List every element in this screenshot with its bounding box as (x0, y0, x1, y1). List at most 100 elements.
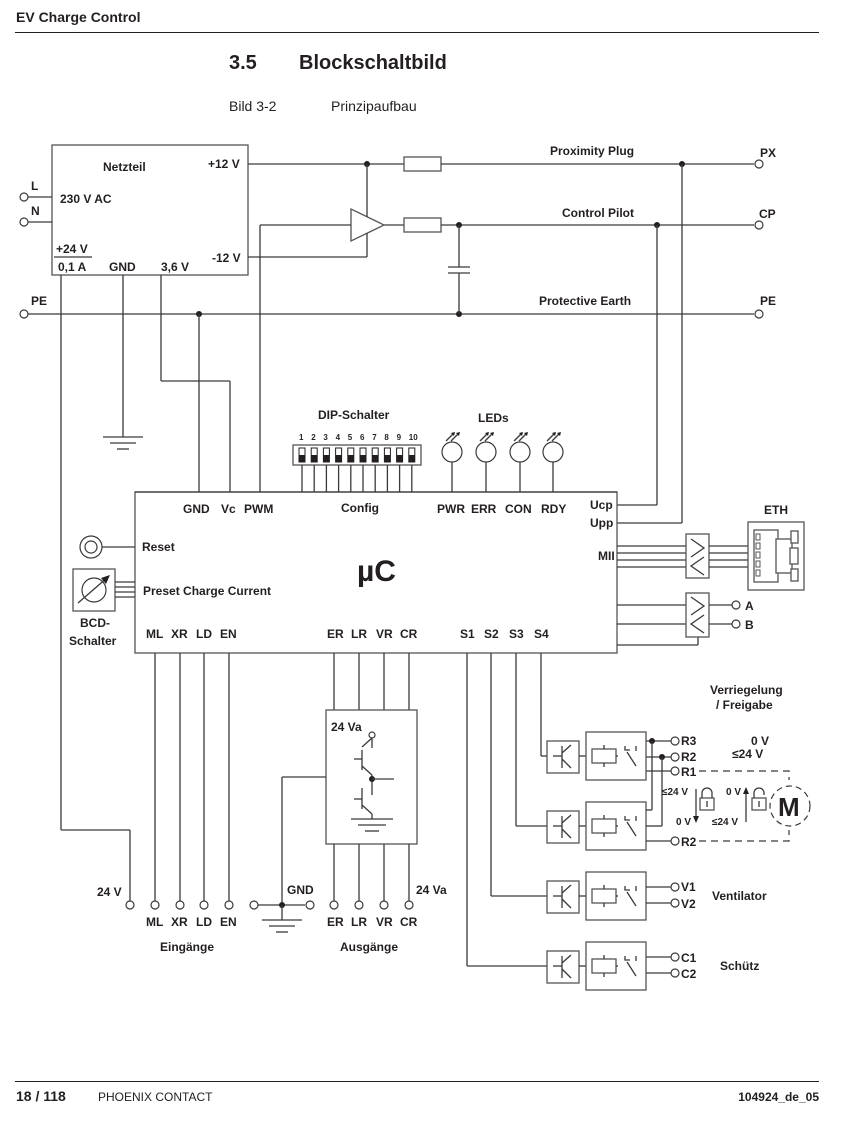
transistor-driver-box (546, 740, 580, 774)
out24-current-label: 0,1 A (58, 260, 87, 274)
mcu-sw-s2: S2 (484, 627, 499, 641)
footer-brand: PHOENIX CONTACT (98, 1090, 213, 1104)
power-supply-title: Netzteil (103, 160, 146, 174)
terminal-R2-label: R2 (681, 750, 697, 764)
pe-line-label: Protective Earth (539, 294, 631, 308)
bcd-label-1: BCD- (80, 616, 110, 630)
dip-number: 8 (384, 433, 389, 442)
arrow-left-top-label: ≤24 V (662, 787, 688, 798)
dip-number: 3 (323, 433, 328, 442)
dip-switch-title: DIP-Schalter (318, 408, 390, 422)
figure-title: Prinzipaufbau (331, 98, 417, 114)
bottom-terminal (125, 900, 135, 910)
inputs-group-label: Eingänge (160, 940, 214, 954)
mcu-out-lr: LR (351, 627, 367, 641)
bottom-terminal (199, 900, 209, 910)
led-icon (441, 441, 463, 463)
rs485-transceiver (685, 592, 710, 638)
bottom-terminal (329, 900, 339, 910)
bottom-terminal (224, 900, 234, 910)
footer-rule (15, 1081, 819, 1082)
mcu-sw-s3: S3 (509, 627, 524, 641)
dip-number: 6 (360, 433, 365, 442)
mcu-reset-label: Reset (142, 540, 175, 554)
section-number: 3.5 (229, 52, 257, 74)
mcu-pin-gnd: GND (183, 502, 210, 516)
lock-0v-label: 0 V (751, 734, 769, 748)
terminal-CP-label: CP (759, 207, 776, 221)
terminal-B-label: B (745, 618, 754, 632)
mcu-in-xr: XR (171, 627, 188, 641)
cp-line-label: Control Pilot (562, 206, 634, 220)
mcu-sw-s1: S1 (460, 627, 475, 641)
bottom-in-ld: LD (196, 915, 212, 929)
motor-label: M (778, 792, 800, 822)
driver-supply-label: 24 Va (331, 720, 362, 734)
terminal-L-label: L (31, 179, 38, 193)
arrow-right-bottom-label: ≤24 V (712, 817, 738, 828)
relay-coil (591, 888, 617, 904)
microcontroller-box (134, 491, 618, 654)
contactor-label: Schütz (720, 959, 759, 973)
terminal-R1 (670, 766, 680, 776)
mcu-out-cr: CR (400, 627, 418, 641)
terminal-N-label: N (31, 204, 40, 218)
bottom-terminal (354, 900, 364, 910)
dip-number: 7 (372, 433, 377, 442)
mcu-preset-label: Preset Charge Current (143, 584, 271, 598)
transistor-driver-box (546, 880, 580, 914)
power-supply-box (51, 144, 249, 276)
dip-number: 5 (348, 433, 353, 442)
arrow-right-top-label: 0 V (726, 787, 741, 798)
mcu-out-er: ER (327, 627, 344, 641)
mcu-config-label: Config (341, 501, 379, 515)
leds-title: LEDs (478, 411, 509, 425)
dip-number: 1 (299, 433, 304, 442)
dip-number: 2 (311, 433, 316, 442)
mcu-title: µC (357, 555, 396, 588)
terminal-CP (754, 220, 764, 230)
resistor-px (403, 156, 442, 172)
footer-page-number: 18 / 118 (16, 1088, 66, 1104)
bottom-out-lr: LR (351, 915, 367, 929)
mains-input-label: 230 V AC (60, 192, 112, 206)
mcu-sw-s4: S4 (534, 627, 549, 641)
header-rule (15, 32, 819, 33)
terminal-R1-label: R1 (681, 765, 697, 779)
terminal-C2 (670, 968, 680, 978)
terminal-V2-label: V2 (681, 897, 696, 911)
terminal-PE (754, 309, 764, 319)
bottom-terminal (404, 900, 414, 910)
mcu-upp-label: Upp (590, 516, 613, 530)
bcd-switch-icon (72, 568, 116, 612)
terminal-L (19, 192, 29, 202)
motor-wire-bottom (699, 830, 790, 842)
terminal-PE-label: PE (760, 294, 776, 308)
led-label-con: CON (505, 502, 532, 516)
figure-number: Bild 3-2 (229, 98, 277, 114)
eth-transceiver (685, 533, 710, 579)
bcd-label-2: Schalter (69, 634, 117, 648)
plus12-label: +12 V (208, 157, 240, 171)
terminal-PX (754, 159, 764, 169)
mcu-out-vr: VR (376, 627, 393, 641)
lock-title-1: Verriegelung (710, 683, 783, 697)
led-icon (475, 441, 497, 463)
mcu-pin-vc: Vc (221, 502, 236, 516)
bottom-in-xr: XR (171, 915, 188, 929)
led-label-err: ERR (471, 502, 497, 516)
terminal-V2 (670, 898, 680, 908)
terminal-V1 (670, 882, 680, 892)
relay-group (546, 941, 647, 991)
px-line-label: Proximity Plug (550, 144, 634, 158)
terminal-PE-in (19, 309, 29, 319)
terminal-R2b-label: R2 (681, 835, 697, 849)
bottom-terminal (305, 900, 315, 910)
motor-icon (769, 785, 811, 827)
led-label-pwr: PWR (437, 502, 465, 516)
eth-label: ETH (764, 503, 788, 517)
transistor-driver-box (546, 810, 580, 844)
led-icon (509, 441, 531, 463)
terminal-C1 (670, 952, 680, 962)
